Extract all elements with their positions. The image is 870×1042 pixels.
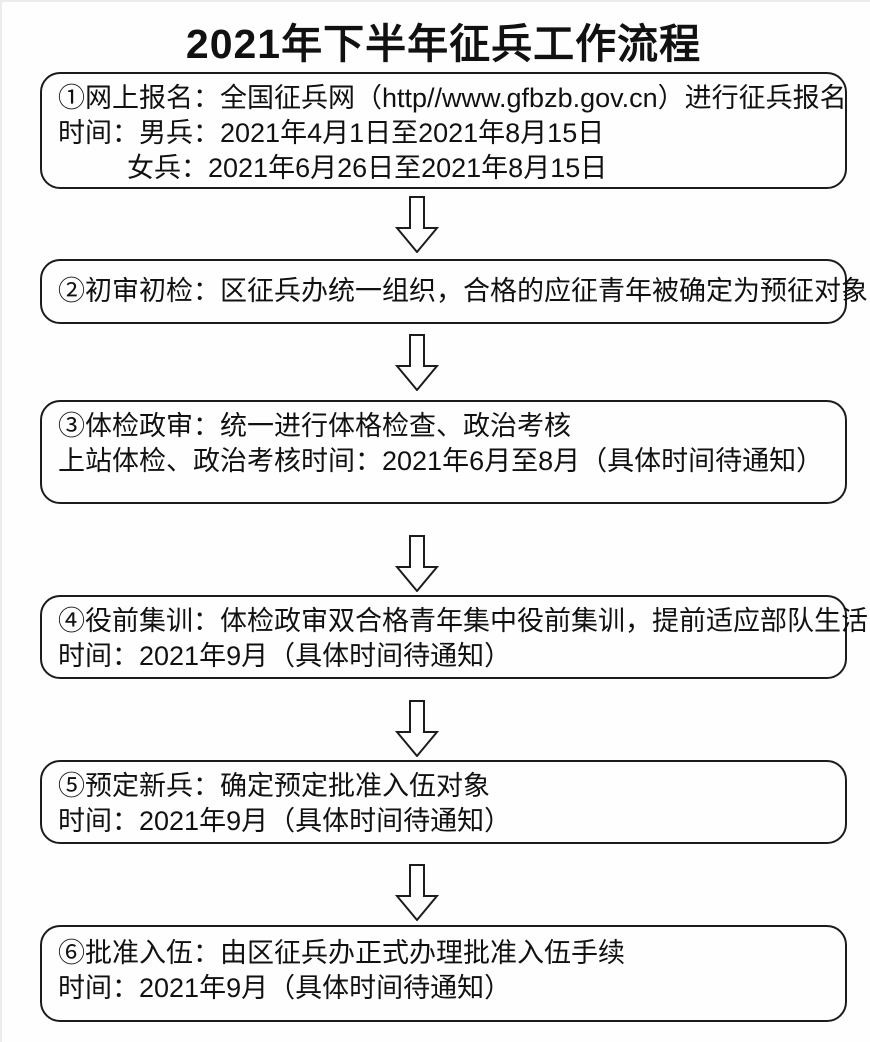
page-title: 2021年下半年征兵工作流程 xyxy=(185,21,702,67)
step-1-line-3: 女兵：2021年6月26日至2021年8月15日 xyxy=(127,153,608,183)
step-box-online-registration: ①网上报名：全国征兵网（http//www.gfbzb.gov.cn）进行征兵报… xyxy=(40,72,847,189)
step-box-pre-approved-recruits: ⑤预定新兵：确定预定批准入伍对象 时间：2021年9月（具体时间待通知） xyxy=(40,760,847,844)
step-box-enlistment-approval: ⑥批准入伍：由区征兵办正式办理批准入伍手续 时间：2021年9月（具体时间待通知… xyxy=(40,925,847,1022)
down-arrow-icon xyxy=(395,700,439,757)
down-arrow-icon xyxy=(395,196,439,253)
step-5-line-2: 时间：2021年9月（具体时间待通知） xyxy=(58,806,512,836)
down-arrow-icon xyxy=(395,535,439,592)
down-arrow-icon xyxy=(395,334,439,391)
step-6-line-1: ⑥批准入伍：由区征兵办正式办理批准入伍手续 xyxy=(58,938,625,968)
step-2-line-1: ②初审初检：区征兵办统一组织，合格的应征青年被确定为预征对象 xyxy=(58,276,868,306)
flow-arrow-5 xyxy=(395,864,439,921)
flow-arrow-3 xyxy=(395,535,439,592)
step-1-line-1: ①网上报名：全国征兵网（http//www.gfbzb.gov.cn）进行征兵报… xyxy=(58,83,847,113)
flow-arrow-2 xyxy=(395,334,439,391)
step-4-line-1: ④役前集训：体检政审双合格青年集中役前集训，提前适应部队生活 xyxy=(58,606,868,636)
step-3-line-2: 上站体检、政治考核时间：2021年6月至8月（具体时间待通知） xyxy=(58,446,824,476)
step-box-initial-review-check: ②初审初检：区征兵办统一组织，合格的应征青年被确定为预征对象 xyxy=(40,259,868,324)
down-arrow-icon xyxy=(395,864,439,921)
step-6-line-2: 时间：2021年9月（具体时间待通知） xyxy=(58,973,512,1003)
step-5-line-1: ⑤预定新兵：确定预定批准入伍对象 xyxy=(58,771,490,801)
step-box-physical-political-exam: ③体检政审：统一进行体格检查、政治考核 上站体检、政治考核时间：2021年6月至… xyxy=(40,400,847,504)
flow-arrow-1 xyxy=(395,196,439,253)
step-4-line-2: 时间：2021年9月（具体时间待通知） xyxy=(58,641,512,671)
step-box-pre-service-training: ④役前集训：体检政审双合格青年集中役前集训，提前适应部队生活 时间：2021年9… xyxy=(40,595,868,679)
flow-arrow-4 xyxy=(395,700,439,757)
step-1-line-2: 时间：男兵：2021年4月1日至2021年8月15日 xyxy=(58,118,605,148)
step-3-line-1: ③体检政审：统一进行体格检查、政治考核 xyxy=(58,411,571,441)
